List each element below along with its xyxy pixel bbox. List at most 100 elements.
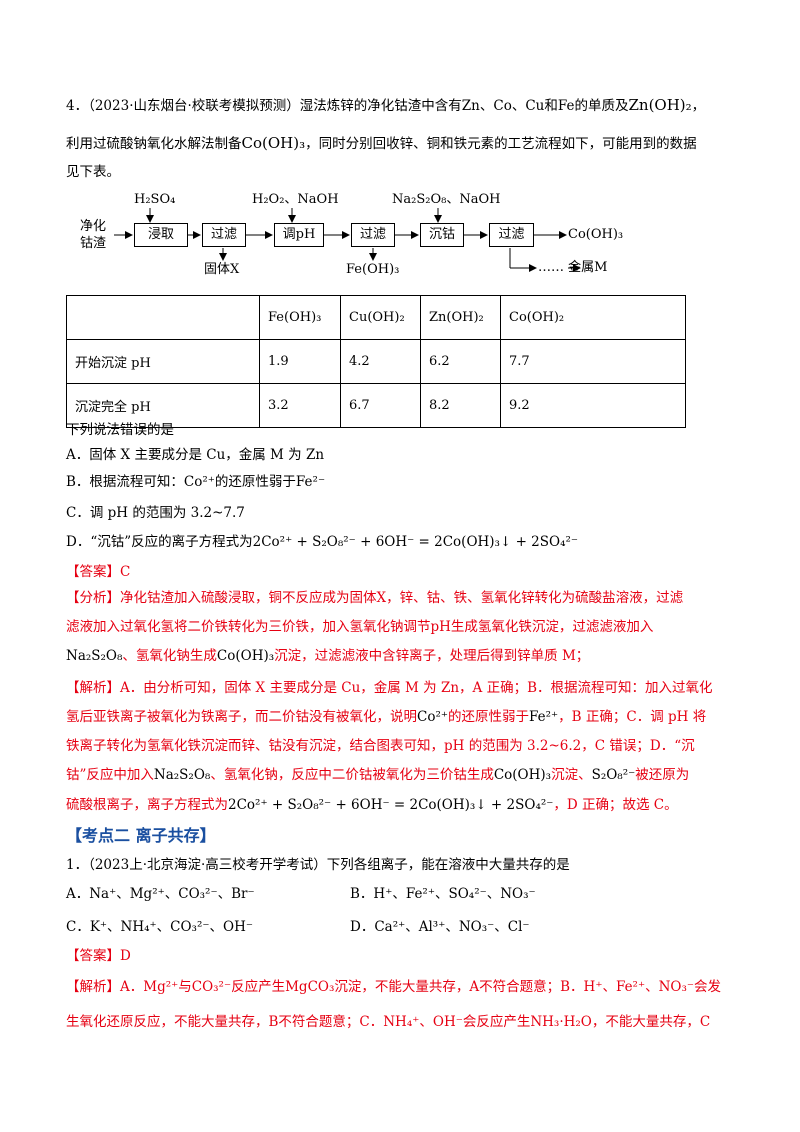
flow-reagent-h2o2-naoh: H₂O₂、NaOH <box>252 192 339 207</box>
explain-text: A．Mg²⁺与CO₃²⁻反应产生MgCO₃沉淀，不能大量共存，A不符合题意；B．… <box>120 979 722 995</box>
flowchart-arrows <box>114 208 581 272</box>
formula-fe2: Fe²⁻ <box>295 474 326 490</box>
q4-stem-text: 湿法炼锌的净化钴渣中含有Zn、Co、Cu和Fe的单质及 <box>299 98 629 114</box>
analysis-text: 沉淀，过滤滤液中含锌离子，处理后得到锌单质 M； <box>274 648 590 664</box>
formula-na2s2o8: Na₂S₂O₈ <box>66 648 123 664</box>
formula-co-oh3: Co(OH)₃ <box>493 767 552 783</box>
q4-number: 4． <box>66 98 89 114</box>
q1-option-a: A．Na⁺、Mg²⁺、CO₃²⁻、Br⁻ <box>66 886 255 902</box>
formula-co-oh3: Co(OH)₃ <box>241 134 306 152</box>
formula-zn-oh2: Zn(OH)₂ <box>628 96 692 114</box>
analysis-text: 净化钴渣加入硫酸浸取，铜不反应成为固体X，锌、钴、铁、氢氧化锌转化为硫酸盐溶液，… <box>120 590 684 606</box>
q1-answer: 【答案】D <box>66 946 131 966</box>
formula-co2plus: Co²⁺ <box>417 709 448 725</box>
q4-stem3-text: 见下表。 <box>66 164 120 180</box>
formula-equation: 2Co²⁺ + S₂O₈²⁻ + 6OH⁻ = 2Co(OH)₃↓ + 2SO₄… <box>252 534 579 550</box>
table-cell: 6.2 <box>420 339 501 384</box>
q1-explain-line1: 【解析】A．Mg²⁺与CO₃²⁻反应产生MgCO₃沉淀，不能大量共存，A不符合题… <box>66 977 721 997</box>
answer-value: D <box>120 948 131 964</box>
table-cell <box>66 295 260 340</box>
q4-stem-end: ， <box>691 98 706 114</box>
table-cell: 3.2 <box>259 383 341 428</box>
flow-box-filter-3: 过滤 <box>489 223 534 247</box>
q4-option-a: A．固体 X 主要成分是 Cu，金属 M 为 Zn <box>66 447 325 463</box>
flow-box-filter-2: 过滤 <box>351 223 395 247</box>
q4-analysis-line2: 滤液加入过氧化氢将二价铁转化为三价铁，加入氢氧化钠调节pH生成氢氧化铁沉淀，过滤… <box>66 619 654 635</box>
table-row: 沉淀完全 pH 3.2 6.7 8.2 9.2 <box>66 383 686 428</box>
explain-text: ，D 正确；故选 C。 <box>553 797 678 813</box>
q4-stem-line2: 利用过硫酸钠氧化水解法制备Co(OH)₃，同时分别回收锌、铜和铁元素的工艺流程如… <box>66 133 697 154</box>
q1-option-d: D．Ca²⁺、Al³⁺、NO₃⁻、Cl⁻ <box>350 919 530 935</box>
q1-option-b: B．H⁺、Fe²⁺、SO₄²⁻、NO₃⁻ <box>350 886 536 902</box>
table-cell: 8.2 <box>420 383 501 428</box>
flow-output-solid-x: 固体X <box>204 262 240 277</box>
q4-explain-line4: 钴”反应中加入Na₂S₂O₈、氢氧化钠，反应中二价钴被氧化为三价钴生成Co(OH… <box>66 765 689 785</box>
q4-option-d: D．“沉钴”反应的离子方程式为2Co²⁺ + S₂O₈²⁻ + 6OH⁻ = 2… <box>66 532 578 552</box>
q4-explain-line1: 【解析】A．由分析可知，固体 X 主要成分是 Cu，金属 M 为 Zn，A 正确… <box>66 678 713 698</box>
flow-start-label-1: 净化 <box>80 219 107 234</box>
option-b-text: B．根据流程可知： <box>66 474 184 490</box>
explain-text: 、氢氧化钠，反应中二价钴被氧化为三价钴生成 <box>210 767 494 783</box>
flow-product-co-oh3: Co(OH)₃ <box>568 227 624 242</box>
formula-co-oh3: Co(OH)₃ <box>216 648 275 664</box>
explain-text: 被还原为 <box>635 767 690 783</box>
flow-box-leaching: 浸取 <box>134 223 188 247</box>
flow-output-fe-oh3: Fe(OH)₃ <box>346 262 400 277</box>
q4-explain-line2: 氢后亚铁离子被氧化为铁离子，而二价钴没有被氧化，说明Co²⁺的还原性弱于Fe²⁺… <box>66 707 706 727</box>
explain-text: 硫酸根离子，离子方程式为 <box>66 797 228 813</box>
q4-option-c: C．调 pH 的范围为 3.2~7.7 <box>66 505 245 521</box>
table-cell: 1.9 <box>259 339 341 384</box>
analysis-label: 【分析】 <box>66 590 120 606</box>
table-row: 开始沉淀 pH 1.9 4.2 6.2 7.7 <box>66 339 686 384</box>
q1-option-c: C．K⁺、NH₄⁺、CO₃²⁻、OH⁻ <box>66 919 253 935</box>
table-cell: 9.2 <box>500 383 686 428</box>
option-d-text: D．“沉钴”反应的离子方程式为 <box>66 534 253 550</box>
section-title: 【考点二 离子共存】 <box>66 826 216 845</box>
table-cell: 6.7 <box>340 383 421 428</box>
table-cell: 沉淀完全 pH <box>66 383 260 428</box>
table-cell: Fe(OH)₃ <box>259 295 341 340</box>
answer-value: C <box>120 564 131 580</box>
q4-analysis-line3: Na₂S₂O₈、氢氧化钠生成Co(OH)₃沉淀，过滤滤液中含锌离子，处理后得到锌… <box>66 646 589 666</box>
formula-equation: 2Co²⁺ + S₂O₈²⁻ + 6OH⁻ = 2Co(OH)₃↓ + 2SO₄… <box>228 797 554 813</box>
answer-label: 【答案】 <box>66 564 120 580</box>
q4-answer: 【答案】C <box>66 562 130 582</box>
q4-stem-line1: 4．（2023·山东烟台·校联考模拟预测）湿法炼锌的净化钴渣中含有Zn、Co、C… <box>66 95 705 116</box>
q4-stem2-end: ，同时分别回收锌、铜和铁元素的工艺流程如下，可能用到的数据 <box>305 136 697 152</box>
flow-box-cobalt-precip: 沉钴 <box>420 223 464 247</box>
table-header-row: Fe(OH)₃ Cu(OH)₂ Zn(OH)₂ Co(OH)₂ <box>66 295 686 340</box>
flow-box-filter-1: 过滤 <box>202 223 246 247</box>
explain-text: 钴”反应中加入 <box>66 767 154 783</box>
precipitation-ph-table: Fe(OH)₃ Cu(OH)₂ Zn(OH)₂ Co(OH)₂ 开始沉淀 pH … <box>66 295 686 428</box>
formula-s2o8: S₂O₈²⁻ <box>591 767 636 783</box>
q4-prompt: 下列说法错误的是 <box>66 422 174 438</box>
table-cell: 开始沉淀 pH <box>66 339 260 384</box>
table-cell: 7.7 <box>500 339 686 384</box>
explain-text: 氢后亚铁离子被氧化为铁离子，而二价钴没有被氧化，说明 <box>66 709 417 725</box>
explain-label: 【解析】 <box>66 979 120 995</box>
q4-source: （2023·山东烟台·校联考模拟预测） <box>88 98 300 114</box>
q4-stem2-text: 利用过硫酸钠氧化水解法制备 <box>66 136 242 152</box>
process-flowchart: 净化 钴渣 浸取 过滤 调pH 过滤 沉钴 过滤 H₂SO₄ H₂O₂、NaOH… <box>66 190 686 278</box>
formula-na2s2o8: Na₂S₂O₈ <box>153 767 211 783</box>
q1-stem: 1．（2023上·北京海淀·高三校考开学考试）下列各组离子，能在溶液中大量共存的… <box>66 857 570 873</box>
flow-reagent-h2so4: H₂SO₄ <box>134 192 176 207</box>
explain-label: 【解析】 <box>66 680 120 696</box>
formula-fe2plus: Fe²⁺ <box>529 709 559 725</box>
q4-stem-line3: 见下表。 <box>66 162 120 182</box>
explain-text: 的还原性弱于 <box>448 709 529 725</box>
table-cell: Zn(OH)₂ <box>420 295 501 340</box>
q4-explain-line5: 硫酸根离子，离子方程式为2Co²⁺ + S₂O₈²⁻ + 6OH⁻ = 2Co(… <box>66 795 678 815</box>
formula-co2plus: Co²⁺ <box>183 474 215 490</box>
analysis-text: 、氢氧化钠生成 <box>122 648 217 664</box>
q4-explain-line3: 铁离子转化为氢氧化铁沉淀而锌、钴没有沉淀，结合图表可知，pH 的范围为 3.2~… <box>66 738 695 754</box>
table-cell: 4.2 <box>340 339 421 384</box>
flow-box-adjust-ph: 调pH <box>274 223 324 247</box>
q4-analysis-line1: 【分析】净化钴渣加入硫酸浸取，铜不反应成为固体X，锌、钴、铁、氢氧化锌转化为硫酸… <box>66 588 683 608</box>
flow-start-label-2: 钴渣 <box>80 236 107 251</box>
table-cell: Cu(OH)₂ <box>340 295 421 340</box>
explain-text: ，B 正确；C．调 pH 将 <box>558 709 707 725</box>
explain-text: 沉淀、 <box>551 767 592 783</box>
option-b-mid: 的还原性弱于 <box>214 474 296 490</box>
q1-explain-line2: 生氧化还原反应，不能大量共存，B不符合题意；C．NH₄⁺、OH⁻会反应产生NH₃… <box>66 1014 711 1030</box>
